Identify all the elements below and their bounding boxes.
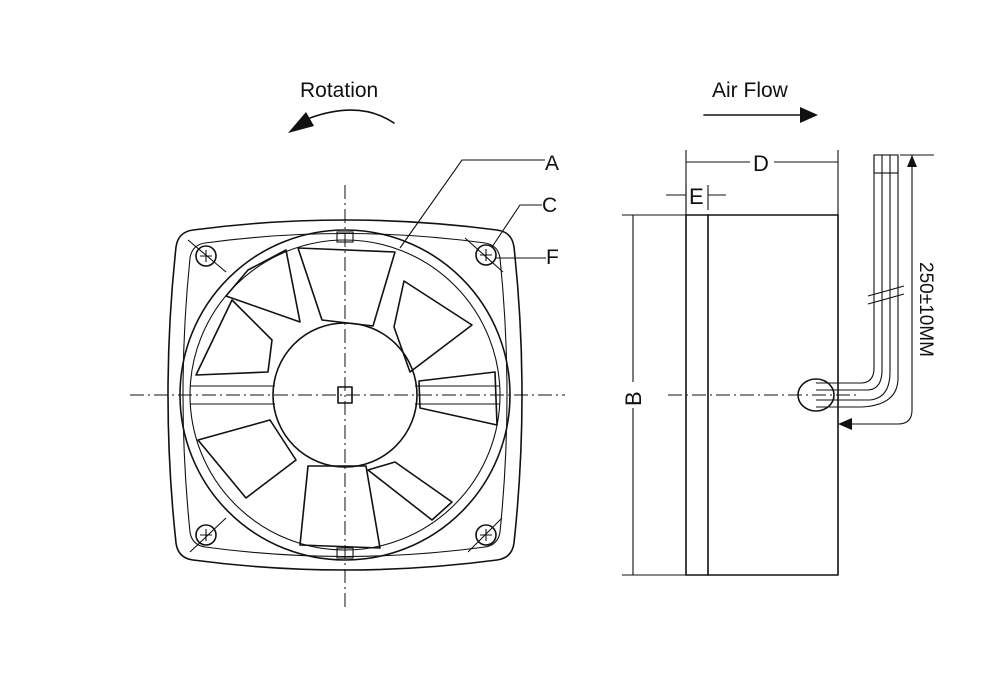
dimension-b-label: B (621, 391, 646, 406)
label-c: C (542, 194, 557, 217)
mounting-hole-top-right (464, 237, 504, 273)
mounting-hole-top-left (187, 239, 227, 273)
fan-blade (299, 465, 381, 549)
fan-housing-outline (167, 219, 523, 571)
fan-frame-inner-outline (182, 232, 508, 558)
lead-dim-return (848, 409, 913, 425)
left-support-strut (190, 385, 275, 405)
lead-wire-grommet (797, 378, 835, 412)
right-support-strut (415, 385, 500, 405)
venturi-outer-ring (179, 229, 511, 561)
fan-blade (297, 247, 396, 327)
fan-blade (225, 249, 301, 323)
dimension-d-label: D (753, 151, 769, 176)
hub-center-bore (337, 386, 353, 404)
fan-blade (393, 280, 473, 373)
rotation-label: Rotation (300, 79, 378, 102)
air-flow-arrowhead (800, 107, 818, 123)
lead-length-label: 250±10MM (915, 262, 936, 357)
lead-wire-ends (873, 154, 899, 174)
fan-blades (195, 247, 498, 549)
lead-dim-arrowhead (838, 418, 852, 430)
motor-hub (272, 322, 418, 468)
lead-wire-break (867, 285, 905, 305)
fan-blade (197, 419, 297, 499)
venturi-inner-ring (189, 239, 501, 551)
mounting-hole-bottom-left (189, 517, 227, 553)
dimension-e-label: E (689, 184, 704, 209)
side-view: Air Flow D E B (621, 79, 936, 576)
fan-blade (418, 371, 498, 426)
lead-wire-sheath (816, 382, 870, 408)
bottom-strut-tab (336, 547, 354, 559)
leader-line-c (491, 204, 542, 248)
air-flow-label: Air Flow (712, 79, 789, 102)
mounting-hole-bottom-right (467, 517, 503, 553)
rotation-arrow (288, 109, 395, 133)
label-a: A (545, 152, 559, 175)
lead-wires (861, 155, 899, 408)
front-view: Rotation A C F (130, 79, 565, 610)
label-f: F (546, 246, 559, 269)
leader-line-a (399, 159, 545, 249)
top-strut-tab (336, 231, 354, 243)
fan-blade (367, 461, 453, 521)
fan-blade (195, 299, 273, 376)
